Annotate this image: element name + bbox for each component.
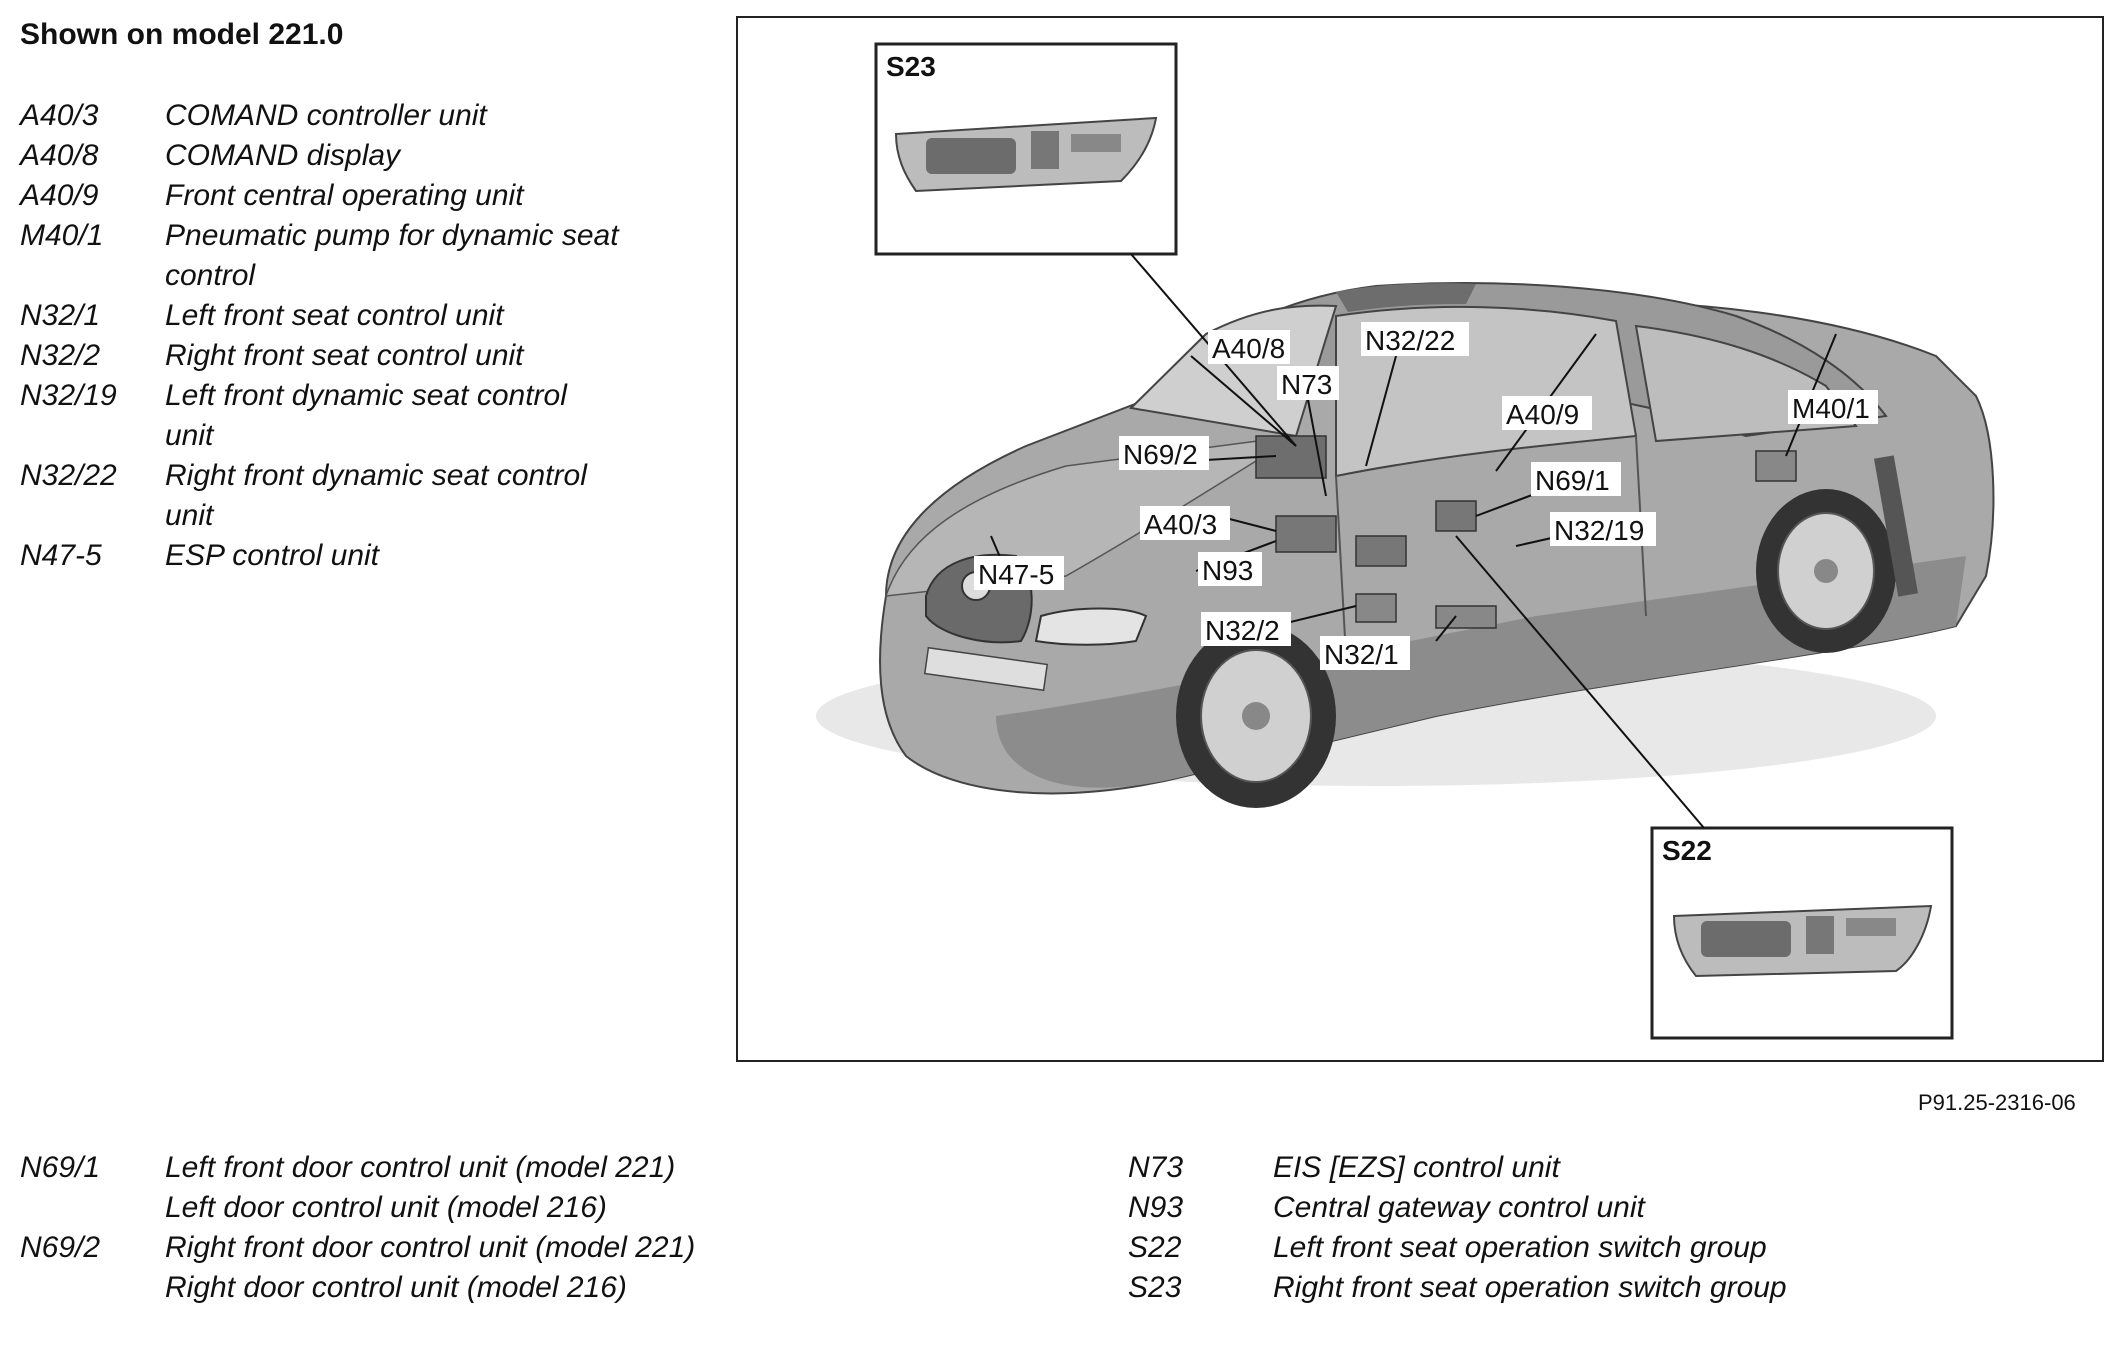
inset-s22: S22 [1650, 826, 1954, 1040]
legend-code: S22 [1128, 1231, 1182, 1264]
inset-s22-label: S22 [1662, 835, 1712, 866]
legend-description: Left front door control unit (model 221) [165, 1151, 676, 1184]
callouts: A40/8 N32/22 N73 A40/9 M40/1 N69/2 N69/1… [974, 322, 1878, 670]
callout-a40-3: A40/3 [1144, 509, 1217, 540]
callout-a40-8: A40/8 [1212, 333, 1285, 364]
legend-code: N69/1 [20, 1151, 101, 1184]
legend-code [20, 256, 165, 296]
legend-description: Right front seat operation switch group [1273, 1271, 1787, 1304]
legend-description: Right front dynamic seat control [165, 459, 587, 492]
legend-code: A40/8 [20, 139, 99, 172]
legend-description: Central gateway control unit [1273, 1191, 1645, 1224]
car-illustration [816, 282, 1995, 808]
legend-code: N93 [1128, 1191, 1184, 1224]
legend-code: N47-5 [20, 539, 102, 572]
legend-description: Left door control unit (model 216) [165, 1191, 607, 1224]
legend-entry: A40/9 Front central operating unit [20, 176, 660, 216]
legend-description: COMAND controller unit [165, 99, 487, 132]
legend-description: Left front seat control unit [165, 299, 504, 332]
callout-n32-22: N32/22 [1365, 325, 1455, 356]
callout-m40-1: M40/1 [1792, 393, 1870, 424]
legend-entry: unit [20, 416, 660, 456]
callout-n47-5: N47-5 [978, 559, 1054, 590]
legend-entry: N32/2 Right front seat control unit [20, 336, 660, 376]
callout-n32-19: N32/19 [1554, 515, 1644, 546]
legend-bottom-left: N69/1 Left front door control unit (model… [20, 1148, 780, 1308]
legend-code: A40/3 [20, 99, 99, 132]
legend-code: A40/9 [20, 179, 99, 212]
callout-n73: N73 [1281, 369, 1332, 400]
legend-entry: unit [20, 496, 660, 536]
callout-n93: N93 [1202, 555, 1253, 586]
legend-code: N69/2 [20, 1231, 101, 1264]
callout-n69-1: N69/1 [1535, 465, 1610, 496]
legend-code: N32/19 [20, 379, 117, 412]
legend-entry: N47-5 ESP control unit [20, 536, 660, 576]
legend-description: Left front seat operation switch group [1273, 1231, 1767, 1264]
legend-entry: N69/2 Right front door control unit (mode… [20, 1228, 780, 1268]
figure-id: P91.25-2316-06 [1918, 1090, 2076, 1115]
page-heading: Shown on model 221.0 [20, 18, 344, 51]
callout-n32-1: N32/1 [1324, 639, 1399, 670]
legend-description: Front central operating unit [165, 179, 524, 212]
legend-entry: N32/22 Right front dynamic seat control [20, 456, 660, 496]
callout-n69-2: N69/2 [1123, 439, 1198, 470]
legend-code: S23 [1128, 1271, 1182, 1304]
legend-entry: A40/3 COMAND controller unit [20, 96, 660, 136]
legend-description: Pneumatic pump for dynamic seat [165, 219, 619, 252]
legend-entry: A40/8 COMAND display [20, 136, 660, 176]
legend-entry: Left door control unit (model 216) [20, 1188, 780, 1228]
legend-entry: N32/19 Left front dynamic seat control [20, 376, 660, 416]
legend-code [20, 1268, 165, 1308]
legend-entry: N73 EIS [EZS] control unit [1128, 1148, 1888, 1188]
legend-description: control [165, 259, 256, 292]
legend-entry: Right door control unit (model 216) [20, 1268, 780, 1308]
legend-code: N32/22 [20, 459, 117, 492]
legend-entry: N93 Central gateway control unit [1128, 1188, 1888, 1228]
legend-description: Right door control unit (model 216) [165, 1271, 627, 1304]
legend-entry: N69/1 Left front door control unit (model… [20, 1148, 780, 1188]
diagram-frame [736, 16, 2104, 1062]
legend-description: Right front seat control unit [165, 339, 524, 372]
legend-description: Left front dynamic seat control [165, 379, 567, 412]
legend-description: COMAND display [165, 139, 401, 172]
legend-code: M40/1 [20, 219, 104, 252]
legend-code: N73 [1128, 1151, 1184, 1184]
legend-description: ESP control unit [165, 539, 379, 572]
inset-s23-label: S23 [886, 51, 936, 82]
legend-entry: S23 Right front seat operation switch gro… [1128, 1268, 1888, 1308]
legend-description: EIS [EZS] control unit [1273, 1151, 1560, 1184]
callout-a40-9: A40/9 [1506, 399, 1579, 430]
vehicle-diagram: S23 S22 A40/8 N32/22 [816, 42, 1995, 1040]
legend-code: N32/2 [20, 339, 101, 372]
legend-entry: S22 Left front seat operation switch grou… [1128, 1228, 1888, 1268]
callout-n32-2: N32/2 [1205, 615, 1280, 646]
legend-code [20, 496, 165, 536]
legend-code [20, 416, 165, 456]
inset-s23: S23 [874, 42, 1178, 256]
legend-description: unit [165, 419, 214, 452]
legend-description: unit [165, 499, 214, 532]
legend-entry: M40/1 Pneumatic pump for dynamic seat [20, 216, 660, 256]
legend-description: Right front door control unit (model 221… [165, 1231, 696, 1264]
legend-code [20, 1188, 165, 1228]
legend-entry: N32/1 Left front seat control unit [20, 296, 660, 336]
legend-entry: control [20, 256, 660, 296]
legend-code: N32/1 [20, 299, 101, 332]
